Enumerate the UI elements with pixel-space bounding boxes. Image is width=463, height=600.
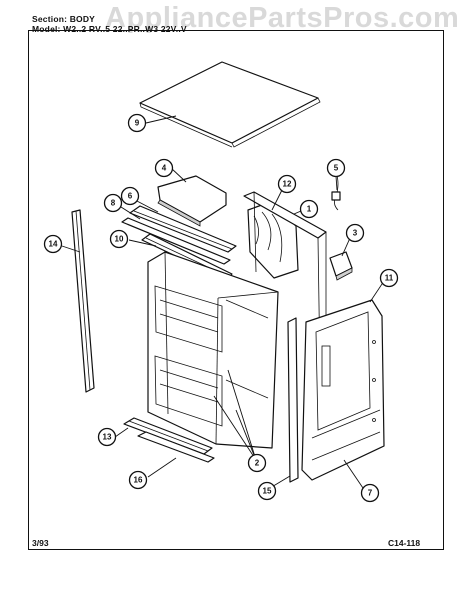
svg-text:6: 6	[128, 192, 133, 201]
leader-lines	[61, 115, 385, 492]
svg-text:16: 16	[134, 476, 143, 485]
svg-text:8: 8	[111, 199, 116, 208]
callout-3: 3	[345, 223, 365, 243]
svg-text:15: 15	[263, 487, 272, 496]
callout-7: 7	[360, 483, 380, 503]
callout-4: 4	[154, 158, 174, 178]
model-line: Model: W2..2 RV..5 22..PR..W3 22V..V	[32, 24, 187, 34]
svg-text:12: 12	[283, 180, 292, 189]
part-cabinet-body	[147, 251, 279, 449]
callout-5: 5	[326, 158, 346, 178]
svg-text:10: 10	[115, 235, 124, 244]
watermark: AppliancePartsPros.com	[105, 2, 460, 34]
callout-9: 9	[127, 113, 147, 133]
part-vertical-strip	[287, 317, 299, 483]
callout-10: 10	[109, 229, 129, 249]
svg-text:5: 5	[334, 164, 339, 173]
svg-text:3: 3	[353, 229, 358, 238]
callout-2: 2	[247, 453, 267, 473]
callout-1: 1	[299, 199, 319, 219]
callout-13: 13	[97, 427, 117, 447]
callout-14: 14	[43, 234, 63, 254]
svg-text:9: 9	[135, 119, 140, 128]
diagram-code: C14-118	[388, 538, 421, 548]
diagram-frame	[28, 30, 444, 550]
svg-text:4: 4	[162, 164, 167, 173]
callout-16: 16	[128, 470, 148, 490]
callout-8: 8	[103, 193, 123, 213]
callout-12: 12	[277, 174, 297, 194]
svg-text:1: 1	[307, 205, 312, 214]
svg-text:7: 7	[368, 489, 373, 498]
part-bottom-trim	[137, 431, 215, 463]
part-trim-rail	[121, 217, 231, 265]
revision-date: 3/93	[32, 538, 49, 548]
svg-text:11: 11	[385, 274, 394, 283]
callout-11: 11	[379, 268, 399, 288]
callout-6: 6	[120, 186, 140, 206]
svg-text:13: 13	[103, 433, 112, 442]
part-bracket	[329, 251, 353, 281]
part-left-trim-strip	[71, 209, 95, 393]
callout-15: 15	[257, 481, 277, 501]
svg-text:2: 2	[255, 459, 260, 468]
part-wire-connector	[331, 171, 341, 211]
part-front-rail	[129, 205, 237, 253]
part-top-cover	[157, 175, 227, 227]
svg-text:14: 14	[49, 240, 58, 249]
part-back-panel	[301, 299, 385, 481]
section-title: Section: BODY	[32, 14, 96, 24]
part-top-panel	[139, 61, 321, 148]
